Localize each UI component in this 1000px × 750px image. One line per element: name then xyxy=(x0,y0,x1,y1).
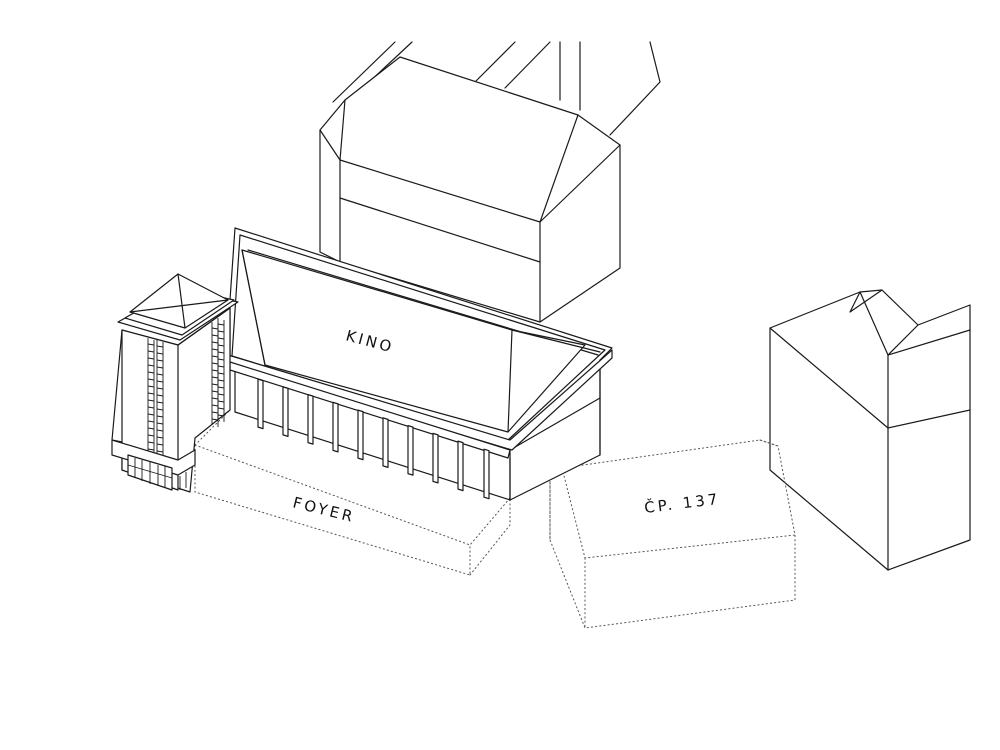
window-mullion xyxy=(156,387,164,390)
window-mullion xyxy=(147,427,155,430)
window-mullion xyxy=(147,448,155,451)
window-mullion xyxy=(211,334,219,337)
window-mullion xyxy=(147,420,155,423)
window-mullion xyxy=(156,359,164,362)
window-mullion xyxy=(147,378,155,381)
window-mullion xyxy=(156,443,164,446)
cp137-volume xyxy=(549,439,796,629)
window-mullion xyxy=(156,401,164,404)
window-mullion xyxy=(147,413,155,416)
window-mullion xyxy=(217,358,225,361)
window-mullion xyxy=(156,373,164,376)
column-5 xyxy=(357,409,364,461)
window-mullion xyxy=(217,386,225,389)
column-8 xyxy=(432,432,439,484)
stair-tower xyxy=(111,273,239,493)
window-mullion xyxy=(217,400,225,403)
window-mullion xyxy=(217,379,225,382)
window-mullion xyxy=(156,345,164,348)
window-mullion xyxy=(156,380,164,383)
colonnade xyxy=(257,378,490,500)
window-mullion xyxy=(156,408,164,411)
window-mullion xyxy=(156,422,164,425)
window-mullion xyxy=(156,394,164,397)
window-mullion xyxy=(147,371,155,374)
window-mullion xyxy=(211,348,219,351)
column-10 xyxy=(483,448,490,500)
window-mullion xyxy=(147,364,155,367)
window-mullion xyxy=(211,411,219,414)
column-7 xyxy=(407,425,414,476)
window-mullion xyxy=(147,350,155,353)
column-6 xyxy=(382,417,389,468)
column-3 xyxy=(307,394,314,445)
window-mullion xyxy=(211,362,219,365)
window-mullion xyxy=(217,337,225,340)
window-mullion xyxy=(147,385,155,388)
window-mullion xyxy=(156,436,164,439)
window-mullion xyxy=(211,341,219,344)
window-mullion xyxy=(147,392,155,395)
foyer-volume xyxy=(194,409,511,576)
column-1 xyxy=(257,378,264,430)
window-mullion xyxy=(156,429,164,432)
window-mullion xyxy=(156,352,164,355)
window-mullion xyxy=(211,327,219,330)
window-mullion xyxy=(211,397,219,400)
cinema-hall xyxy=(227,227,613,501)
window-mullion xyxy=(156,450,164,453)
foyer-label: FOYER xyxy=(291,493,357,526)
column-4 xyxy=(332,401,339,453)
column-2 xyxy=(282,386,289,437)
window-mullion xyxy=(217,414,225,417)
window-mullion xyxy=(217,344,225,347)
window-mullion xyxy=(147,434,155,437)
window-mullion xyxy=(147,343,155,346)
window-mullion xyxy=(147,357,155,360)
window-mullion xyxy=(147,406,155,409)
window-mullion xyxy=(211,376,219,379)
column-9 xyxy=(457,440,464,492)
window-mullion xyxy=(211,355,219,358)
window-mullion xyxy=(211,390,219,393)
window-mullion xyxy=(217,372,225,375)
window-mullion xyxy=(217,365,225,368)
window-mullion xyxy=(211,383,219,386)
window-mullion xyxy=(217,323,225,326)
window-mullion xyxy=(147,441,155,444)
cp-label: ČP. 137 xyxy=(643,489,721,517)
window-mullion xyxy=(217,351,225,354)
window-band-4 xyxy=(217,318,225,422)
window-mullion xyxy=(217,407,225,410)
window-mullion xyxy=(211,369,219,372)
background-building xyxy=(319,41,661,323)
window-mullion xyxy=(156,415,164,418)
window-mullion xyxy=(147,399,155,402)
right-building xyxy=(769,289,971,571)
window-mullion xyxy=(211,418,219,421)
window-mullion xyxy=(217,393,225,396)
window-mullion xyxy=(211,404,219,407)
window-mullion xyxy=(217,330,225,333)
window-mullion xyxy=(156,366,164,369)
